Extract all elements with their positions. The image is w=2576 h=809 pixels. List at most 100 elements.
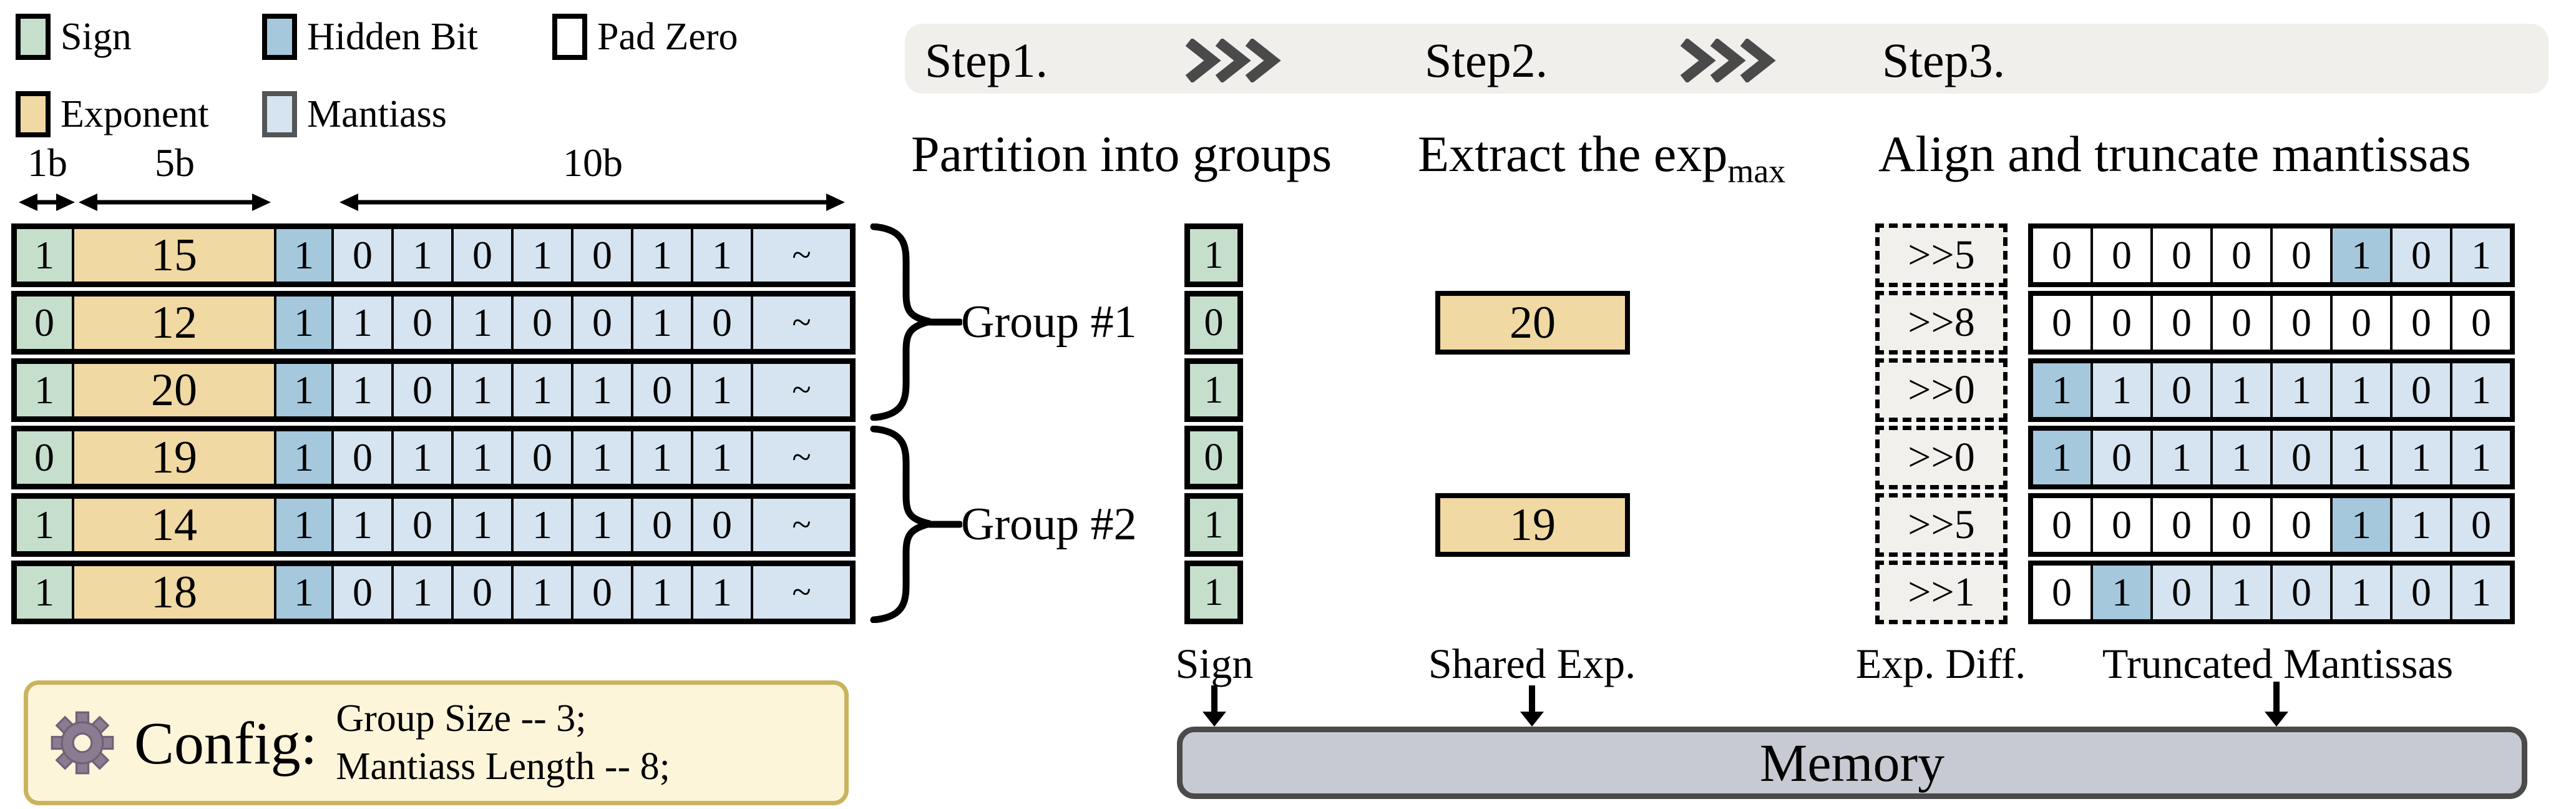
config-group-size: Group Size -- 3; [336, 697, 587, 740]
truncated-cell: 0 [2393, 228, 2450, 282]
truncated-cell: 0 [2093, 296, 2150, 350]
truncated-cell: 1 [2452, 363, 2510, 417]
bit-cell: 1 [573, 364, 631, 416]
truncated-cell: 1 [2452, 566, 2510, 619]
step3-heading: Align and truncate mantissas [1878, 125, 2471, 184]
truncated-cell: 1 [2033, 431, 2091, 484]
truncated-cell: 1 [2093, 566, 2150, 619]
truncated-cell: 0 [2153, 228, 2210, 282]
truncated-cell: 1 [2333, 228, 2390, 282]
truncated-cell: 0 [2273, 296, 2330, 350]
exp-diff-box: >>1 [1875, 561, 2008, 624]
gear-icon [51, 711, 114, 775]
truncated-cell: 1 [2333, 498, 2390, 552]
truncated-cell: 1 [2213, 566, 2270, 619]
bit-cell: 1 [514, 229, 571, 282]
bit-cell: 1 [633, 431, 691, 484]
bit-cell: ~ [753, 364, 850, 416]
legend-label: Pad Zero [597, 15, 738, 58]
chevron-right-icon [1680, 39, 1776, 82]
truncated-cell: 0 [2452, 498, 2510, 552]
sign-column-label: Sign [1175, 640, 1254, 687]
truncated-cell: 1 [2333, 431, 2390, 484]
bit-cell: 1 [276, 499, 331, 551]
legend-item-mantissa: Mantiass [262, 87, 447, 141]
bit-cell: 1 [693, 431, 751, 484]
truncated-cell: 0 [2153, 498, 2210, 552]
truncated-cell: 0 [2213, 228, 2270, 282]
bit-cell: 0 [394, 297, 451, 349]
exp-diff-box: >>8 [1875, 291, 2008, 355]
truncated-cell: 0 [2033, 566, 2091, 619]
truncated-cell: 0 [2213, 296, 2270, 350]
exp-diff-label: Exp. Diff. [1855, 640, 2026, 687]
bit-cell: 15 [74, 229, 274, 282]
bit-cell: 0 [573, 566, 631, 619]
config-title: Config: [134, 709, 318, 777]
bit-cell: ~ [753, 566, 850, 619]
truncated-cell: 0 [2273, 566, 2330, 619]
truncated-cell: 0 [2333, 296, 2390, 350]
truncated-cell: 1 [2452, 431, 2510, 484]
truncated-cell: 1 [2213, 431, 2270, 484]
memory-bar: Memory [1177, 727, 2527, 799]
step3-label: Step3. [1882, 33, 2006, 87]
bit-cell: 0 [633, 499, 691, 551]
mantissa-width-label: 10b [563, 140, 623, 185]
bit-cell: 1 [633, 297, 691, 349]
config-box: Config: Group Size -- 3; Mantiass Length… [24, 680, 849, 805]
shared-exponent-box-group2: 19 [1435, 493, 1630, 557]
exponent-width-label: 5b [155, 140, 195, 185]
bit-cell: 19 [74, 431, 274, 484]
truncated-cell: 1 [2452, 228, 2510, 282]
bit-cell: 0 [514, 431, 571, 484]
truncated-cell: 0 [2033, 228, 2091, 282]
arrow-down-icon [1203, 685, 1226, 727]
group2-brace [870, 426, 962, 623]
exp-diff-box: >>5 [1875, 493, 2008, 557]
bit-cell: 1 [17, 229, 72, 282]
step2-label: Step2. [1425, 33, 1548, 87]
step2-heading: Extract the expmax [1418, 125, 1785, 190]
bit-cell: 1 [394, 229, 451, 282]
bit-cell: 1 [276, 297, 331, 349]
hidden-bit-color-swatch [262, 14, 297, 60]
bit-cell: 0 [454, 229, 511, 282]
bit-width-arrows [19, 194, 845, 211]
bit-cell: 1 [573, 499, 631, 551]
truncated-cell: 0 [2452, 296, 2510, 350]
truncated-cell: 1 [2273, 363, 2330, 417]
bit-cell: 1 [276, 431, 331, 484]
group1-label: Group #1 [961, 296, 1137, 348]
truncated-cell: 1 [2333, 363, 2390, 417]
arrow-down-icon [1520, 685, 1544, 727]
bit-cell: 0 [17, 431, 72, 484]
step1-heading: Partition into groups [911, 125, 1332, 184]
sign-width-label: 1b [27, 140, 67, 185]
exponent-color-swatch [16, 91, 51, 137]
bit-cell: 1 [693, 364, 751, 416]
truncated-cell: 0 [2033, 296, 2091, 350]
bit-cell: 0 [693, 297, 751, 349]
bit-cell: 1 [514, 566, 571, 619]
bit-cell: 1 [454, 499, 511, 551]
bit-cell: 0 [394, 499, 451, 551]
bit-cell: ~ [753, 431, 850, 484]
legend-label: Hidden Bit [307, 15, 478, 58]
exp-diff-box: >>0 [1875, 358, 2008, 422]
truncated-cell: 0 [2093, 431, 2150, 484]
legend-item-pad-zero: Pad Zero [552, 10, 738, 64]
bit-cell: 1 [334, 364, 391, 416]
truncated-cell: 1 [2393, 498, 2450, 552]
bit-cell: 0 [394, 364, 451, 416]
shared-exp-label: Shared Exp. [1428, 640, 1636, 687]
legend-item-hidden-bit: Hidden Bit [262, 10, 478, 64]
truncated-cell: 1 [2033, 363, 2091, 417]
